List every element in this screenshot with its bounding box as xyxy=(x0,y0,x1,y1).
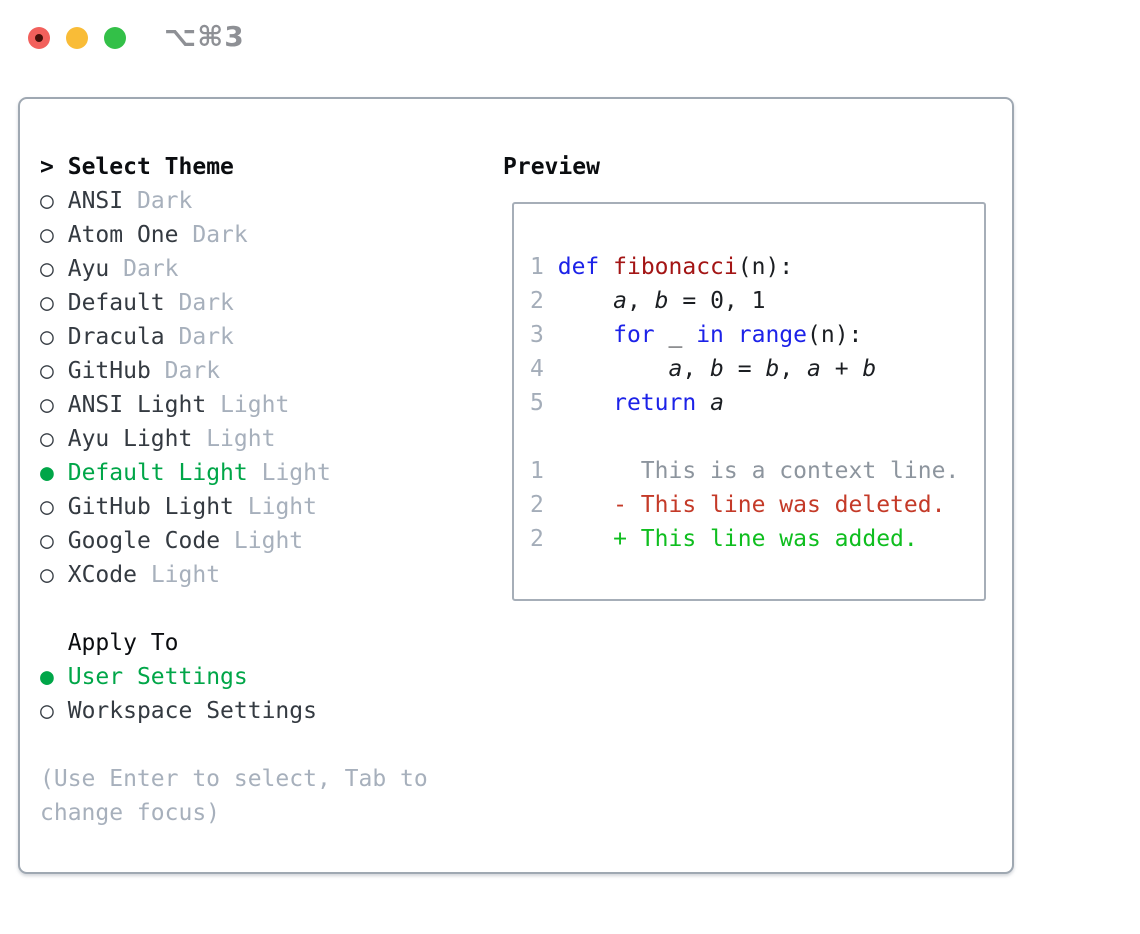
theme-name: Ayu xyxy=(67,256,110,282)
spacer-row xyxy=(40,592,428,626)
theme-option-default[interactable]: ○ Default Dark xyxy=(40,286,428,320)
theme-variant: Dark xyxy=(192,222,248,248)
theme-variant: Dark xyxy=(178,324,234,350)
apply-option-user-settings[interactable]: ● User Settings xyxy=(40,660,428,694)
theme-name: ANSI xyxy=(67,188,124,214)
theme-variant: Light xyxy=(261,460,331,486)
preview-line: 4 a, b = b, a + b xyxy=(530,356,877,382)
theme-option-xcode[interactable]: ○ XCode Light xyxy=(40,558,428,592)
theme-variant: Light xyxy=(233,528,304,554)
theme-name: Ayu Light xyxy=(67,426,193,452)
theme-variant: Light xyxy=(206,426,276,452)
window-close-button[interactable] xyxy=(28,27,50,49)
radio-unselected-icon: ○ xyxy=(40,188,54,214)
theme-variant: Light xyxy=(220,392,290,418)
hint-line-2: change focus) xyxy=(40,800,221,826)
theme-option-default-light[interactable]: ● Default Light Light xyxy=(40,456,428,490)
window-shortcut-label: ⌥⌘3 xyxy=(164,20,245,53)
apply-option-label: User Settings xyxy=(67,664,248,690)
theme-option-ansi-light[interactable]: ○ ANSI Light Light xyxy=(40,388,428,422)
window-minimize-button[interactable] xyxy=(66,27,88,49)
theme-name: ANSI Light xyxy=(67,392,207,418)
radio-unselected-icon: ○ xyxy=(40,392,54,418)
theme-name: Default Light xyxy=(67,460,248,486)
preview-line: 2 + This line was added. xyxy=(530,526,918,552)
theme-option-ansi[interactable]: ○ ANSI Dark xyxy=(40,184,428,218)
preview-line: 1 def fibonacci(n): xyxy=(530,254,794,280)
theme-option-github[interactable]: ○ GitHub Dark xyxy=(40,354,428,388)
hint-line-1: (Use Enter to select, Tab to xyxy=(40,766,428,792)
theme-option-ayu-light[interactable]: ○ Ayu Light Light xyxy=(40,422,428,456)
apply-to-title: Apply To xyxy=(67,630,179,656)
preview-line: 2 a, b = 0, 1 xyxy=(530,288,766,314)
theme-variant: Dark xyxy=(164,358,221,384)
focus-prompt-icon: > xyxy=(40,154,54,180)
radio-unselected-icon: ○ xyxy=(40,562,54,588)
theme-name: Atom One xyxy=(67,222,179,248)
radio-selected-icon: ● xyxy=(40,460,54,486)
theme-option-ayu[interactable]: ○ Ayu Dark xyxy=(40,252,428,286)
preview-blank-line xyxy=(530,420,976,454)
theme-variant: Dark xyxy=(136,188,193,214)
theme-variant: Light xyxy=(150,562,221,588)
radio-unselected-icon: ○ xyxy=(40,698,54,724)
radio-selected-icon: ● xyxy=(40,664,54,690)
apply-to-options-list: ● User Settings○ Workspace Settings xyxy=(40,660,428,728)
preview-code: 1 def fibonacci(n): 2 a, b = 0, 1 3 for _ … xyxy=(514,204,984,556)
theme-name: GitHub Light xyxy=(67,494,234,520)
radio-unselected-icon: ○ xyxy=(40,358,54,384)
theme-name: Google Code xyxy=(67,528,221,554)
preview-line: 2 - This line was deleted. xyxy=(530,492,946,518)
preview-line: 5 return a xyxy=(530,390,724,416)
radio-unselected-icon: ○ xyxy=(40,290,54,316)
radio-unselected-icon: ○ xyxy=(40,222,54,248)
theme-options-list: ○ ANSI Dark○ Atom One Dark○ Ayu Dark○ De… xyxy=(40,184,428,592)
theme-name: XCode xyxy=(67,562,137,588)
radio-unselected-icon: ○ xyxy=(40,494,54,520)
theme-name: Default xyxy=(67,290,165,316)
theme-name: Dracula xyxy=(67,324,165,350)
select-theme-header: > Select Theme xyxy=(40,150,428,184)
preview-box: 1 def fibonacci(n): 2 a, b = 0, 1 3 for _ … xyxy=(512,202,986,601)
preview-line: 1 This is a context line. xyxy=(530,458,960,484)
preview-title: Preview xyxy=(503,154,600,180)
theme-variant: Dark xyxy=(178,290,234,316)
theme-option-github-light[interactable]: ○ GitHub Light Light xyxy=(40,490,428,524)
radio-unselected-icon: ○ xyxy=(40,528,54,554)
spacer-row xyxy=(40,728,428,762)
apply-option-workspace-settings[interactable]: ○ Workspace Settings xyxy=(40,694,428,728)
theme-selector-panel: > Select Theme ○ ANSI Dark○ Atom One Dar… xyxy=(18,97,1014,874)
radio-unselected-icon: ○ xyxy=(40,324,54,350)
radio-unselected-icon: ○ xyxy=(40,256,54,282)
theme-option-dracula[interactable]: ○ Dracula Dark xyxy=(40,320,428,354)
theme-option-google-code[interactable]: ○ Google Code Light xyxy=(40,524,428,558)
theme-option-atom-one[interactable]: ○ Atom One Dark xyxy=(40,218,428,252)
window-zoom-button[interactable] xyxy=(104,27,126,49)
window-titlebar: ⌥⌘3 xyxy=(28,20,244,53)
left-column: > Select Theme ○ ANSI Dark○ Atom One Dar… xyxy=(40,150,428,830)
apply-option-label: Workspace Settings xyxy=(67,698,317,724)
radio-unselected-icon: ○ xyxy=(40,426,54,452)
theme-variant: Dark xyxy=(123,256,179,282)
unsaved-changes-dot-icon xyxy=(35,34,43,42)
theme-name: GitHub xyxy=(67,358,151,384)
preview-line: 3 for _ in range(n): xyxy=(530,322,863,348)
theme-variant: Light xyxy=(247,494,317,520)
select-theme-title: Select Theme xyxy=(67,154,234,180)
